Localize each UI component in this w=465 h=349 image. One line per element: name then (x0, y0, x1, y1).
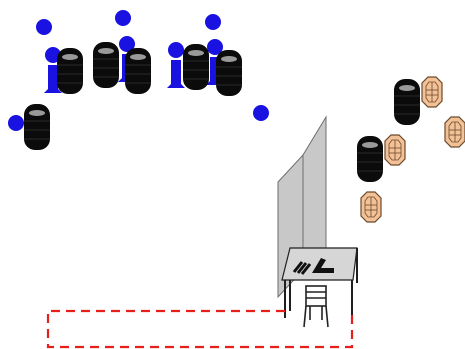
magazine-icon (292, 261, 312, 275)
tire-stack-icon (393, 78, 421, 126)
no-shoot-target-icon (115, 10, 131, 26)
tire-stack-icon (356, 135, 384, 183)
no-shoot-target-icon (253, 105, 269, 121)
no-shoot-target-icon (167, 42, 185, 88)
tire-stack-icon (92, 41, 120, 89)
tire-stack-icon (56, 47, 84, 95)
ipsc-paper-target-icon (360, 191, 382, 223)
handgun-icon (312, 258, 334, 273)
loading-table (281, 247, 358, 318)
ipsc-paper-target-icon (384, 134, 406, 166)
folding-chair-icon (303, 285, 329, 328)
no-shoot-target-icon (36, 19, 52, 35)
no-shoot-target-icon (205, 14, 221, 30)
wall-panel-rear (302, 115, 327, 272)
no-shoot-targets (8, 10, 269, 131)
ipsc-paper-target-icon (444, 116, 465, 148)
ipsc-paper-target-icon (421, 76, 443, 108)
tire-stacks (23, 41, 421, 183)
start-area-fault-line (46, 309, 354, 349)
no-shoot-target-icon (8, 115, 24, 131)
tire-stack-icon (215, 49, 243, 97)
tire-stack-icon (182, 43, 210, 91)
tire-stack-icon (23, 103, 51, 151)
tire-stack-icon (124, 47, 152, 95)
